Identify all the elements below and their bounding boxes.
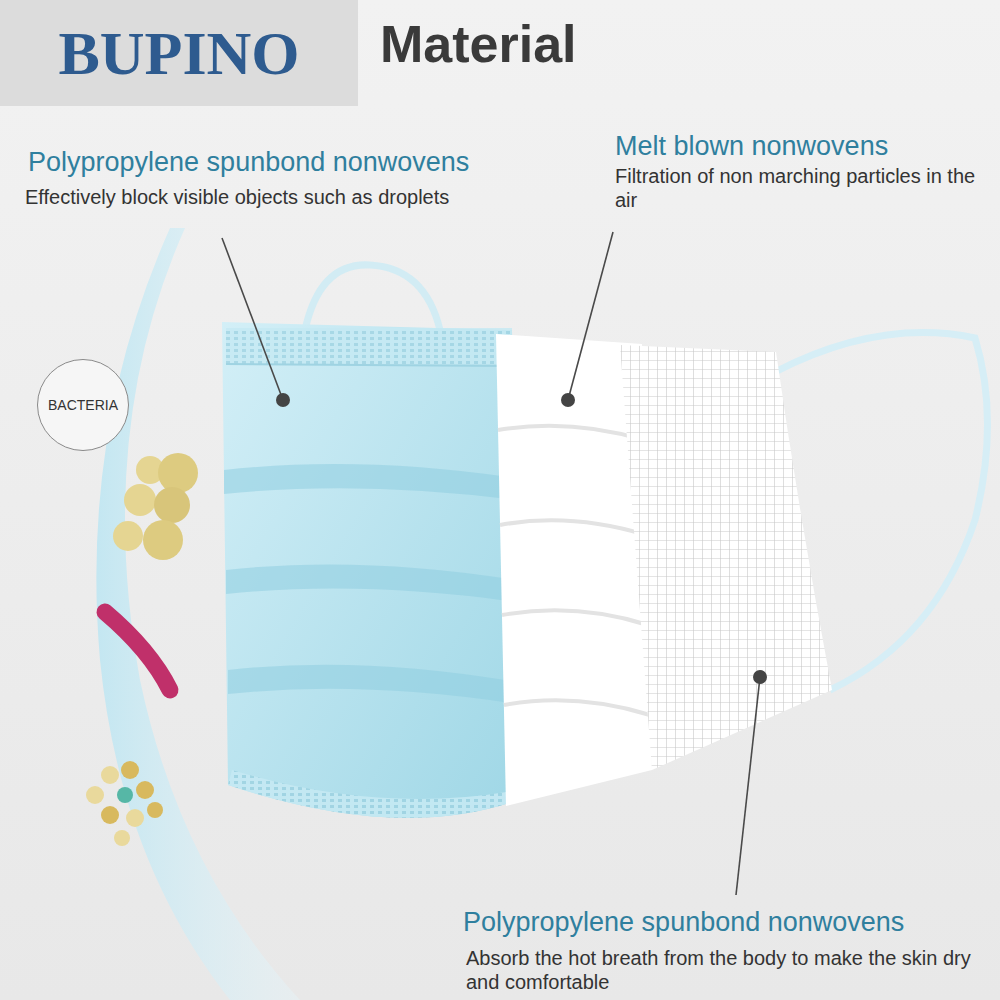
brand-name: BUPINO bbox=[58, 18, 299, 89]
pleat bbox=[224, 464, 515, 500]
pleat bbox=[226, 564, 516, 602]
layer-name: Polypropylene spunbond nonwovens bbox=[463, 906, 993, 938]
node-label: BACTERIA bbox=[48, 397, 118, 413]
layer-description: Effectively block visible objects such a… bbox=[25, 185, 585, 209]
title: Material bbox=[380, 14, 577, 74]
bacteria-circle: BACTERIA bbox=[37, 359, 129, 451]
layer-name: Melt blown nonwovens bbox=[615, 130, 990, 162]
leader-line bbox=[222, 232, 767, 895]
ear-loop bbox=[305, 265, 440, 330]
binding-band bbox=[228, 770, 518, 818]
layer-description: Filtration of non marching particles in … bbox=[615, 164, 990, 212]
outer-layer bbox=[222, 322, 518, 818]
bacteria-cluster bbox=[113, 453, 198, 560]
brand-box: BUPINO bbox=[0, 0, 358, 106]
inner-layer bbox=[620, 345, 832, 770]
layer-description: Absorb the hot breath from the body to m… bbox=[466, 946, 991, 994]
pleat bbox=[498, 426, 650, 715]
bacteria-rod bbox=[105, 612, 170, 690]
binding-band bbox=[226, 328, 512, 364]
pleat bbox=[228, 665, 517, 704]
layer-name: Polypropylene spunbond nonwovens bbox=[28, 146, 588, 178]
bacteria-cluster bbox=[86, 761, 163, 846]
